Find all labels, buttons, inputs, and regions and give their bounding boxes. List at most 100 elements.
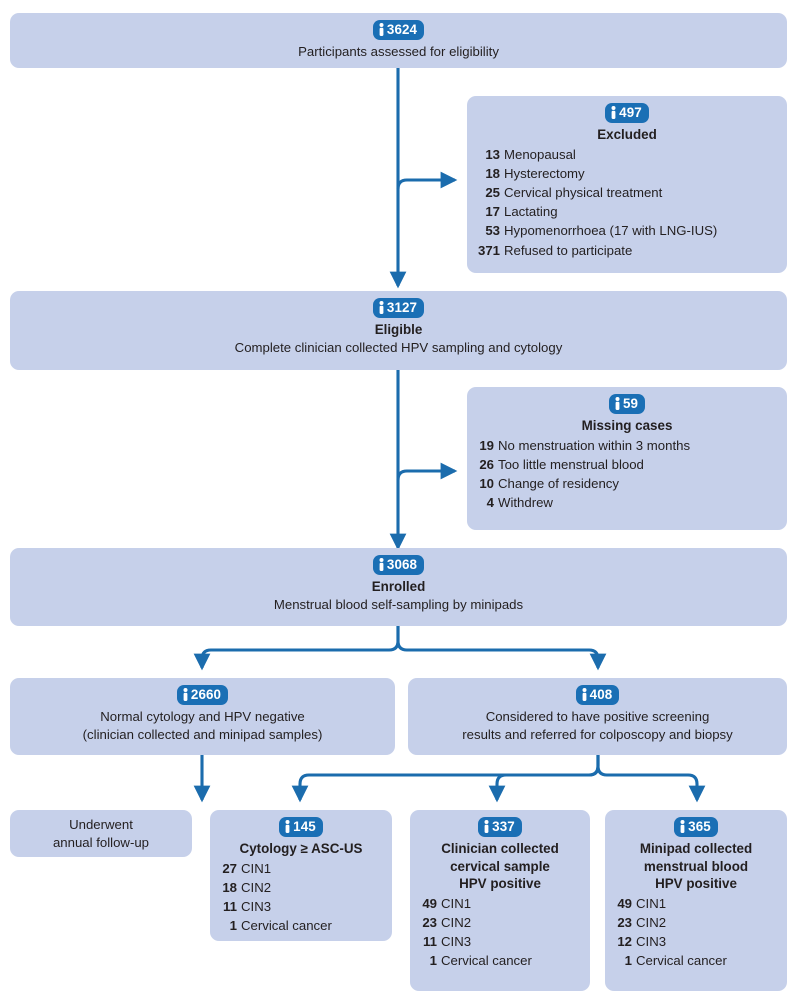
list-item: 10 Change of residency [477,474,777,493]
node-line-2: (clinician collected and minipad samples… [82,726,323,742]
item-count: 53 [485,223,500,239]
item-label: Menopausal [504,146,576,162]
item-label: CIN2 [241,879,272,895]
item-count: 23 [617,914,632,930]
list-item: 23 CIN2 [420,913,580,932]
badge-row: 3624 [20,19,777,43]
item-label: CIN2 [441,914,472,930]
item-count: 1 [429,953,437,969]
node-line-2: results and referred for colposcopy and … [462,726,733,742]
node-subtitle: Participants assessed for eligibility [298,44,499,60]
node-enrolled: 3068 Enrolled Menstrual blood self-sampl… [10,548,787,626]
badge-row: 3068 [20,554,777,578]
item-label: CIN3 [441,933,472,949]
item-label: Change of residency [498,476,619,492]
person-icon [484,820,489,834]
item-label: Hysterectomy [504,165,585,181]
badge-row: 497 [477,102,777,126]
list-item: 11 CIN3 [420,932,580,951]
item-label: CIN1 [241,860,272,876]
item-label: No menstruation within 3 months [498,437,691,453]
clinician-outcome-list: 49 CIN1 23 CIN2 11 CIN3 1 Cervical cance… [420,894,580,971]
person-icon [379,558,384,572]
list-item: 53 Hypomenorrhoea (17 with LNG-IUS) [477,221,777,240]
item-count: 10 [479,476,494,492]
item-count: 18 [485,165,500,181]
node-participants-assessed: 3624 Participants assessed for eligibili… [10,13,787,68]
node-title: Eligible [374,322,423,338]
node-title-line-2: cervical sample [450,858,550,874]
badge-count: 145 [293,819,316,834]
node-title-line-3: HPV positive [459,876,541,892]
item-label: Cervical cancer [441,953,532,969]
list-item: 18 Hysterectomy [477,164,777,183]
list-item: 1 Cervical cancer [615,951,777,970]
item-count: 371 [477,242,500,258]
list-item: 13 Menopausal [477,145,777,164]
list-item: 371 Refused to participate [477,241,777,260]
node-title-line-3: HPV positive [655,876,737,892]
item-count: 49 [422,895,437,911]
person-icon [379,301,384,315]
participant-count-badge: 337 [478,817,522,838]
badge-row: 408 [418,684,777,708]
item-label: Cervical cancer [241,918,332,934]
badge-row: 365 [615,816,777,840]
item-label: CIN1 [636,895,667,911]
badge-count: 3624 [386,22,418,37]
item-label: CIN1 [441,895,472,911]
item-label: Withdrew [498,495,553,511]
missing-reason-list: 19 No menstruation within 3 months 26 To… [477,436,777,513]
item-label: Cervical physical treatment [504,185,663,201]
item-count: 11 [423,933,437,949]
list-item: 23 CIN2 [615,913,777,932]
node-title: Enrolled [371,579,426,595]
node-title: Excluded [597,127,657,143]
node-cytology-ascus: 145 Cytology ≥ ASC-US 27 CIN1 18 CIN2 11… [210,810,392,941]
node-title: Missing cases [581,418,673,434]
participant-count-badge: 497 [605,103,649,124]
item-label: CIN3 [636,933,667,949]
item-count: 12 [617,933,632,949]
list-item: 49 CIN1 [615,894,777,913]
list-item: 26 Too little menstrual blood [477,455,777,474]
list-item: 49 CIN1 [420,894,580,913]
participant-count-badge: 59 [608,394,646,415]
badge-count: 365 [688,819,711,834]
item-count: 27 [222,860,237,876]
list-item: 27 CIN1 [220,859,382,878]
node-positive-screening: 408 Considered to have positive screenin… [408,678,787,755]
badge-row: 3127 [20,297,777,321]
person-icon [611,106,616,120]
node-clinician-hpv-positive: 337 Clinician collected cervical sample … [410,810,590,991]
participant-count-badge: 2660 [176,685,229,706]
node-minipad-hpv-positive: 365 Minipad collected menstrual blood HP… [605,810,787,991]
list-item: 4 Withdrew [477,493,777,512]
followup-text-wrap: Underwent annual follow-up [10,816,192,851]
item-label: Cervical cancer [636,953,727,969]
badge-row: 59 [477,393,777,417]
item-count: 11 [223,899,237,915]
item-count: 1 [624,953,632,969]
list-item: 25 Cervical physical treatment [477,183,777,202]
badge-row: 2660 [20,684,385,708]
node-annual-followup: Underwent annual follow-up [10,810,192,857]
item-count: 49 [617,895,632,911]
item-label: Lactating [504,204,558,220]
item-count: 26 [479,456,494,472]
list-item: 17 Lactating [477,202,777,221]
list-item: 1 Cervical cancer [220,916,382,935]
badge-count: 59 [622,396,639,411]
item-count: 17 [485,204,500,220]
participant-count-badge: 3624 [372,20,425,41]
item-label: CIN3 [241,899,272,915]
badge-count: 3127 [386,300,418,315]
item-label: Too little menstrual blood [498,456,644,472]
participant-count-badge: 365 [674,817,718,838]
person-icon [680,820,685,834]
participant-count-badge: 145 [279,817,323,838]
badge-row: 337 [420,816,580,840]
node-excluded: 497 Excluded 13 Menopausal 18 Hysterecto… [467,96,787,273]
node-title: Cytology ≥ ASC-US [239,841,363,857]
